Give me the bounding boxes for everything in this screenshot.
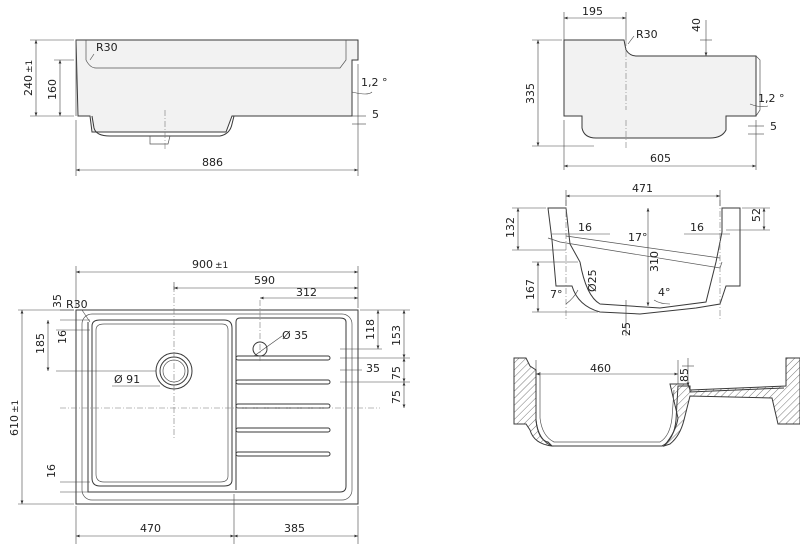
section-view: 471 52 132 16 16 17° 310 Ø25 167 7° 4° 2… xyxy=(504,182,770,336)
top-dim-35: 35 xyxy=(51,294,64,308)
top-dim-16-top: 16 xyxy=(56,330,69,344)
side-view-body xyxy=(563,39,757,139)
section-width: 471 xyxy=(632,182,653,195)
top-hole-dia: Ø 35 xyxy=(282,329,308,342)
front-view: 240±1 160 R30 1,2 ° 5 886 xyxy=(22,39,388,176)
front-radius: R30 xyxy=(96,41,118,54)
section-dim-132: 132 xyxy=(504,217,517,238)
side-angle: 1,2 ° xyxy=(758,92,785,105)
top-drain-dia: Ø 91 xyxy=(114,373,140,386)
cross-bowl-width: 460 xyxy=(590,362,611,375)
front-view-rim xyxy=(75,40,347,116)
top-dim-185: 185 xyxy=(34,333,47,354)
top-radius: R30 xyxy=(66,298,88,311)
top-dim-16-bottom: 16 xyxy=(45,464,58,478)
section-dia-25: Ø25 xyxy=(586,269,599,292)
drainer-grooves xyxy=(235,355,331,457)
section-dim-16-left: 16 xyxy=(578,221,592,234)
cross-section-bowl xyxy=(535,372,785,447)
front-width: 886 xyxy=(202,156,223,169)
section-body xyxy=(547,207,741,315)
cross-section-left-wall xyxy=(513,357,554,447)
side-width: 605 xyxy=(650,152,671,165)
top-view: 900±1 590 312 Ø 35 Ø 91 35 R30 185 16 61… xyxy=(8,258,410,544)
top-drainer-width: 385 xyxy=(284,522,305,535)
side-offset: 5 xyxy=(770,120,777,133)
top-width-total: 900±1 xyxy=(192,258,228,271)
top-width-drain: 590 xyxy=(254,274,275,287)
front-angle: 1,2 ° xyxy=(361,76,388,89)
side-notch-depth: 40 xyxy=(690,18,703,32)
cross-section: 460 85 xyxy=(513,357,800,448)
section-angle-4: 4° xyxy=(658,286,671,299)
top-bowl-width: 470 xyxy=(140,522,161,535)
section-dim-52: 52 xyxy=(750,208,763,222)
top-view-bowl xyxy=(91,319,233,487)
section-angle-7: 7° xyxy=(550,288,563,301)
front-height-total: 240±1 xyxy=(22,60,35,96)
top-dim-75-a: 75 xyxy=(390,366,403,380)
side-view: 195 R30 40 335 1,2 ° 5 605 xyxy=(524,5,785,170)
top-dim-75-b: 75 xyxy=(390,390,403,404)
front-offset: 5 xyxy=(372,108,379,121)
section-angle-17: 17° xyxy=(628,231,648,244)
top-depth-total: 610±1 xyxy=(8,400,21,436)
section-depth-310: 310 xyxy=(648,251,661,272)
section-dim-167: 167 xyxy=(524,279,537,300)
section-dim-25: 25 xyxy=(620,322,633,336)
side-radius: R30 xyxy=(636,28,658,41)
cross-depth: 85 xyxy=(678,368,691,382)
top-view-outline xyxy=(75,309,359,505)
section-dim-16-right: 16 xyxy=(690,221,704,234)
top-dim-118: 118 xyxy=(364,319,377,340)
side-top-width: 195 xyxy=(582,5,603,18)
top-dim-35-right: 35 xyxy=(366,362,380,375)
top-dim-153: 153 xyxy=(390,325,403,346)
front-height-body: 160 xyxy=(46,79,59,100)
top-width-hole: 312 xyxy=(296,286,317,299)
front-view-body xyxy=(75,39,359,133)
side-height: 335 xyxy=(524,83,537,104)
